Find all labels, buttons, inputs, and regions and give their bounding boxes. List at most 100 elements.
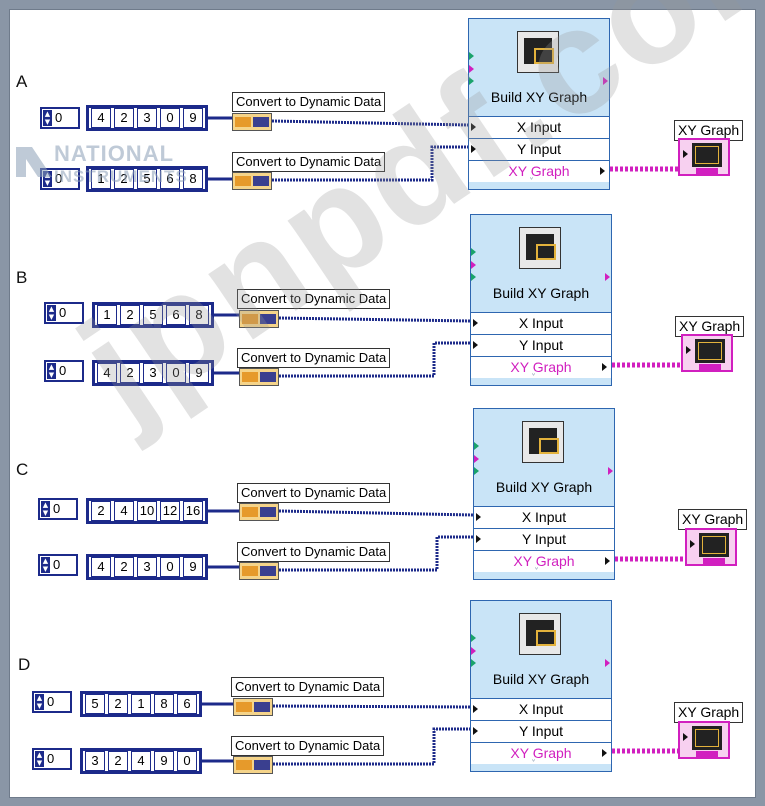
array-index-control[interactable]: ▲▼0 [38,554,78,576]
array-element[interactable]: 1 [131,694,151,714]
array-element[interactable]: 0 [177,751,197,771]
xy-graph-base-icon [696,751,718,757]
y-input-terminal[interactable]: Y Input [474,528,614,550]
array-element[interactable]: 4 [131,751,151,771]
array-element[interactable]: 8 [183,169,203,189]
array-element[interactable]: 4 [91,108,111,128]
array-element[interactable]: 8 [154,694,174,714]
array-element[interactable]: 4 [114,501,134,521]
array-element[interactable]: 6 [166,305,186,325]
array-element[interactable]: 10 [137,501,157,521]
array-element[interactable]: 2 [91,501,111,521]
xy-graph-output-terminal[interactable]: XY Graph [469,160,609,182]
index-spinner-icon[interactable]: ▲▼ [35,751,44,767]
convert-to-dynamic-data-node[interactable] [233,698,273,716]
index-spinner-icon[interactable]: ▲▼ [47,305,56,321]
array-element[interactable]: 9 [189,363,209,383]
array-element[interactable]: 4 [91,557,111,577]
expand-chevron-icon[interactable]: ˅ [534,567,539,578]
array-element[interactable]: 2 [120,363,140,383]
y-input-terminal[interactable]: Y Input [471,720,611,742]
array-index-control[interactable]: ▲▼0 [44,360,84,382]
array-index-control[interactable]: ▲▼0 [38,498,78,520]
convert-to-dynamic-data-node[interactable] [233,756,273,774]
array-index-control[interactable]: ▲▼0 [32,748,72,770]
array-element[interactable]: 1 [97,305,117,325]
array-index-value: 0 [47,751,55,766]
array-element[interactable]: 2 [114,169,134,189]
xy-graph-indicator-label: XY Graph [675,316,745,337]
convert-to-dynamic-data-node[interactable] [239,562,279,580]
xy-graph-indicator[interactable] [681,334,733,372]
array-element[interactable]: 2 [114,557,134,577]
xy-graph-indicator[interactable] [678,138,730,176]
array-element[interactable]: 16 [183,501,203,521]
array-element[interactable]: 6 [177,694,197,714]
expand-chevron-icon[interactable]: ˅ [531,373,536,384]
array-element[interactable]: 3 [137,108,157,128]
convert-to-dynamic-data-node[interactable] [239,310,279,328]
array-element[interactable]: 5 [137,169,157,189]
array-index-control[interactable]: ▲▼0 [40,107,80,129]
array-element[interactable]: 5 [85,694,105,714]
xy-graph-output-terminal[interactable]: XY Graph [471,356,611,378]
x-input-terminal[interactable]: X Input [469,116,609,138]
array-element[interactable]: 0 [166,363,186,383]
xy-graph-output-terminal[interactable]: XY Graph [471,742,611,764]
index-spinner-icon[interactable]: ▲▼ [41,557,50,573]
xy-graph-indicator[interactable] [678,721,730,759]
array-element[interactable]: 3 [137,557,157,577]
array-element[interactable]: 5 [143,305,163,325]
array-element[interactable]: 2 [114,108,134,128]
array-element[interactable]: 3 [85,751,105,771]
array-element[interactable]: 9 [183,557,203,577]
array-element[interactable]: 6 [160,169,180,189]
convert-to-dynamic-data-node[interactable] [239,503,279,521]
x-input-terminal[interactable]: X Input [471,312,611,334]
y-input-terminal[interactable]: Y Input [469,138,609,160]
index-spinner-icon[interactable]: ▲▼ [43,171,52,187]
array-index-control[interactable]: ▲▼0 [40,168,80,190]
array-element[interactable]: 1 [91,169,111,189]
array-element[interactable]: 3 [143,363,163,383]
side-terminal-icon [605,273,610,281]
convert-to-dynamic-data-node[interactable] [239,368,279,386]
y-input-terminal[interactable]: Y Input [471,334,611,356]
array-element[interactable]: 0 [160,557,180,577]
array-element[interactable]: 0 [160,108,180,128]
x-input-terminal[interactable]: X Input [474,506,614,528]
x-input-terminal[interactable]: X Input [471,698,611,720]
array-element[interactable]: 4 [97,363,117,383]
array-element[interactable]: 2 [108,694,128,714]
array-index-control[interactable]: ▲▼0 [44,302,84,324]
convert-to-dynamic-data-node[interactable] [232,172,272,190]
index-spinner-icon[interactable]: ▲▼ [41,501,50,517]
xy-graph-output-terminal[interactable]: XY Graph [474,550,614,572]
xy-graph-indicator[interactable] [685,528,737,566]
index-spinner-icon[interactable]: ▲▼ [35,694,44,710]
index-spinner-icon[interactable]: ▲▼ [47,363,56,379]
expand-chevron-icon[interactable]: ˅ [529,177,534,188]
array-element[interactable]: 2 [120,305,140,325]
array-element[interactable]: 12 [160,501,180,521]
array-element[interactable]: 8 [189,305,209,325]
array-element[interactable]: 2 [108,751,128,771]
expand-chevron-icon[interactable]: ˅ [531,759,536,770]
index-spinner-icon[interactable]: ▲▼ [43,110,52,126]
array-element[interactable]: 9 [183,108,203,128]
array-element[interactable]: 9 [154,751,174,771]
array-index-control[interactable]: ▲▼0 [32,691,72,713]
convert-to-dynamic-data-node[interactable] [232,113,272,131]
